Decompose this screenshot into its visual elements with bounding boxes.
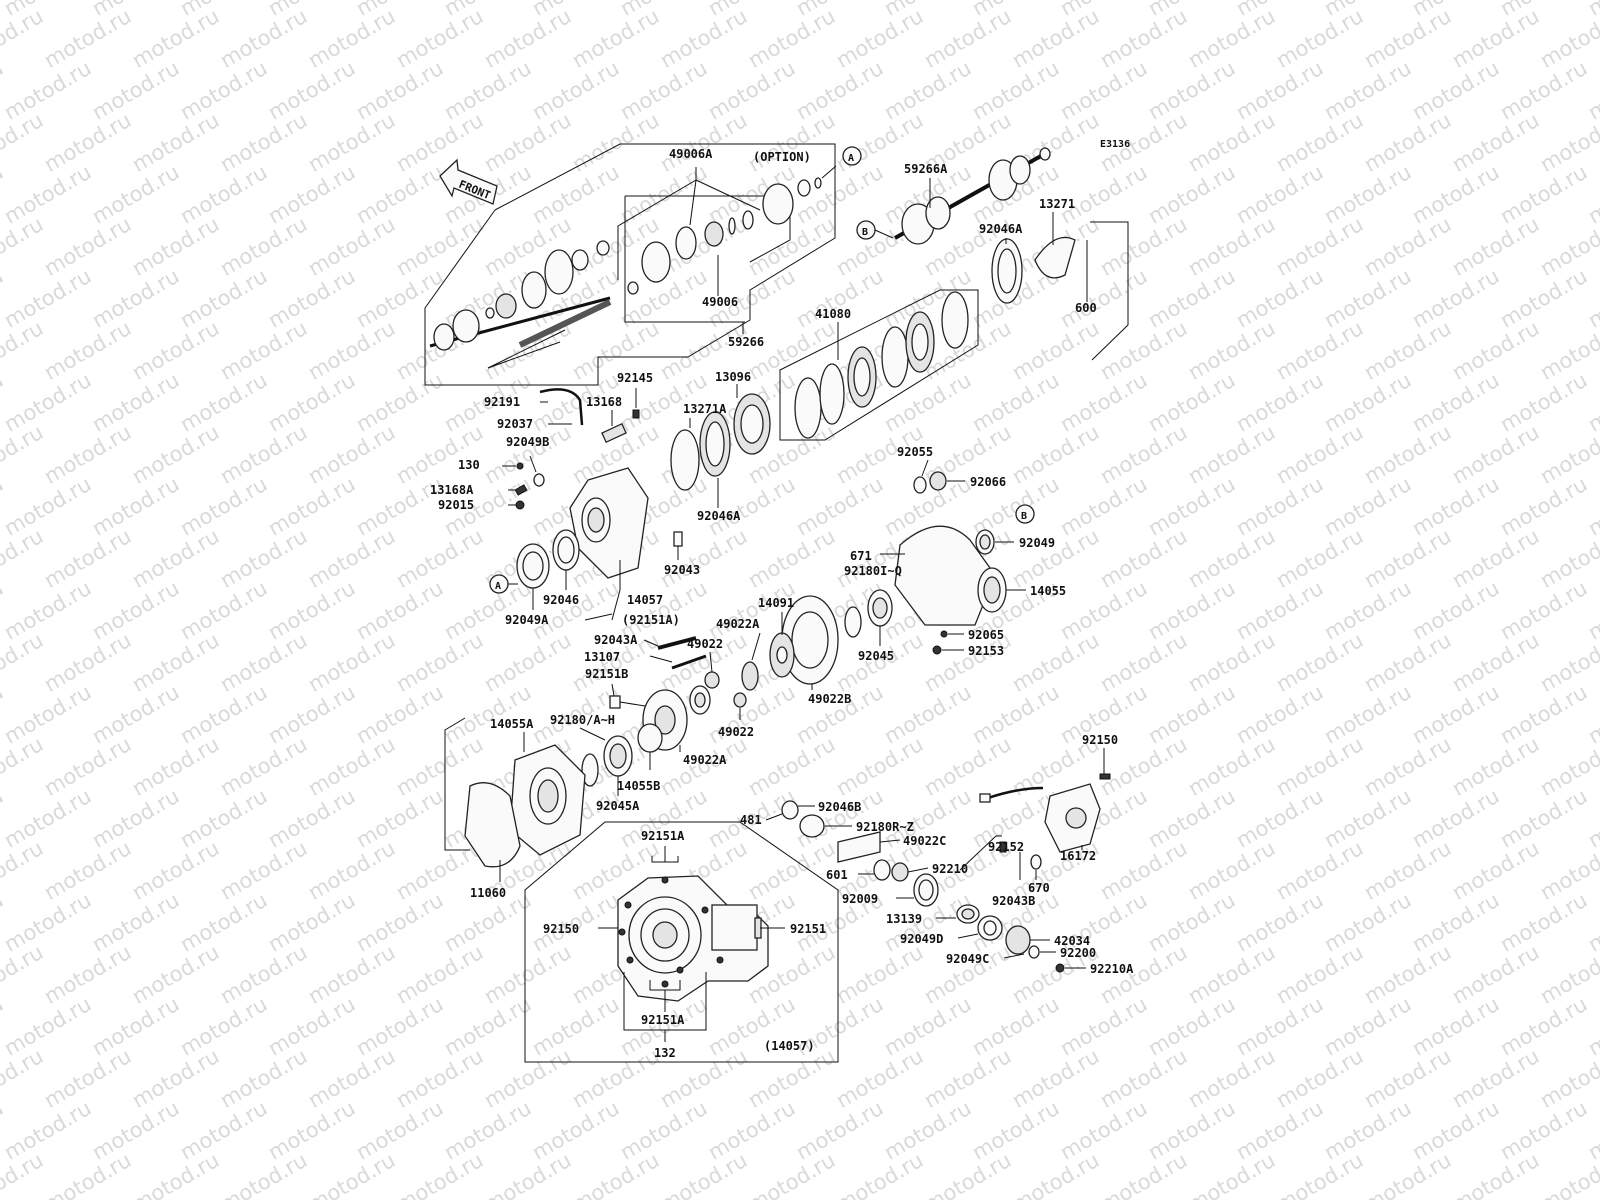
label-59266: 59266 (728, 335, 764, 349)
label-49022A-top: 49022A (716, 617, 760, 631)
label-92065: 92065 (968, 628, 1004, 642)
label-option: (OPTION) (753, 150, 811, 164)
label-92049B: 92049B (506, 435, 549, 449)
label-13107: 13107 (584, 650, 620, 664)
label-59266A: 59266A (904, 162, 948, 176)
label-92150-box: 92150 (543, 922, 579, 936)
label-92043B: 92043B (992, 894, 1035, 908)
pinion-group: 92046B 481 92180R~Z 49022C 601 92210 920… (740, 733, 1134, 976)
label-130: 130 (458, 458, 480, 472)
label-92210A: 92210A (1090, 962, 1134, 976)
label-92151A-top: 92151A (641, 829, 685, 843)
label-671: 671 (850, 549, 872, 563)
label-11060: 11060 (470, 886, 506, 900)
label-92009: 92009 (842, 892, 878, 906)
label-92150-right: 92150 (1082, 733, 1118, 747)
label-92046B: 92046B (818, 800, 861, 814)
label-92145: 92145 (617, 371, 653, 385)
label-670: 670 (1028, 881, 1050, 895)
label-92200: 92200 (1060, 946, 1096, 960)
label-92046A-mid: 92046A (697, 509, 741, 523)
label-92055: 92055 (897, 445, 933, 459)
label-92037: 92037 (497, 417, 533, 431)
label-14055: 14055 (1030, 584, 1066, 598)
label-481: 481 (740, 813, 762, 827)
label-92045A: 92045A (596, 799, 640, 813)
label-92180RZ: 92180R~Z (856, 820, 914, 834)
label-92151B: 92151B (585, 667, 628, 681)
label-49022C: 49022C (903, 834, 946, 848)
diagram-code: E3136 (1100, 139, 1130, 150)
label-92015: 92015 (438, 498, 474, 512)
callout-a-top: A (848, 153, 854, 164)
label-601: 601 (826, 868, 848, 882)
label-13096: 13096 (715, 370, 751, 384)
label-14057: 14057 (627, 593, 663, 607)
label-92066: 92066 (970, 475, 1006, 489)
label-92045: 92045 (858, 649, 894, 663)
label-92152: 92152 (988, 840, 1024, 854)
front-arrow-icon: FRONT (439, 158, 498, 205)
label-92046A-top: 92046A (979, 222, 1023, 236)
label-92049C: 92049C (946, 952, 989, 966)
label-92191: 92191 (484, 395, 520, 409)
label-92046: 92046 (543, 593, 579, 607)
label-16172: 16172 (1060, 849, 1096, 863)
left-housing-group: 92191 92037 13168 92145 13271A 13096 920… (430, 370, 771, 627)
label-92151A-paren: (92151A) (622, 613, 680, 627)
label-14055A: 14055A (490, 717, 534, 731)
label-92151A-bot: 92151A (641, 1013, 685, 1027)
drive-shaft-group: A 49006A (OPTION) 49006 59266 (424, 143, 862, 386)
label-13271A: 13271A (683, 402, 727, 416)
label-49022-low: 49022 (718, 725, 754, 739)
label-14091: 14091 (758, 596, 794, 610)
housing-assembly-box: 92151A 92150 92151 92151A 132 (14057) (524, 821, 839, 1063)
label-92043: 92043 (664, 563, 700, 577)
label-14055B: 14055B (617, 779, 660, 793)
label-92180IQ: 92180I~Q (844, 564, 902, 578)
label-13271: 13271 (1039, 197, 1075, 211)
label-92153: 92153 (968, 644, 1004, 658)
label-49022B: 49022B (808, 692, 851, 706)
label-92180AH: 92180/A~H (550, 713, 615, 727)
label-41080: 41080 (815, 307, 851, 321)
label-14057-box: (14057) (764, 1039, 815, 1053)
callout-b-top: B (862, 227, 868, 238)
label-49006A: 49006A (669, 147, 713, 161)
label-92210: 92210 (932, 862, 968, 876)
cover-gasket-group: 14055A 11060 (444, 717, 586, 900)
label-92049A: 92049A (505, 613, 549, 627)
label-49022A-low: 49022A (683, 753, 727, 767)
callout-a-bottom: A (495, 581, 501, 592)
label-13139: 13139 (886, 912, 922, 926)
label-92049D: 92049D (900, 932, 943, 946)
clutch-pack-group: 41080 (779, 289, 979, 441)
label-132: 132 (654, 1046, 676, 1060)
label-92151-box: 92151 (790, 922, 826, 936)
label-13168A: 13168A (430, 483, 474, 497)
label-92049: 92049 (1019, 536, 1055, 550)
label-92043A: 92043A (594, 633, 638, 647)
right-axle-group: B 59266A 13271 92046A 600 (856, 147, 1129, 361)
label-13168: 13168 (586, 395, 622, 409)
label-42034: 42034 (1054, 934, 1090, 948)
differential-gears-group: 14091 49022A 49022 49022B 49022 92043A 1… (550, 595, 851, 813)
label-49022-top: 49022 (687, 637, 723, 651)
right-housing-group: 92055 92066 B 92049 671 92180I~Q 14055 9… (844, 445, 1066, 663)
label-49006: 49006 (702, 295, 738, 309)
label-600: 600 (1075, 301, 1097, 315)
callout-b-bottom: B (1021, 511, 1027, 522)
